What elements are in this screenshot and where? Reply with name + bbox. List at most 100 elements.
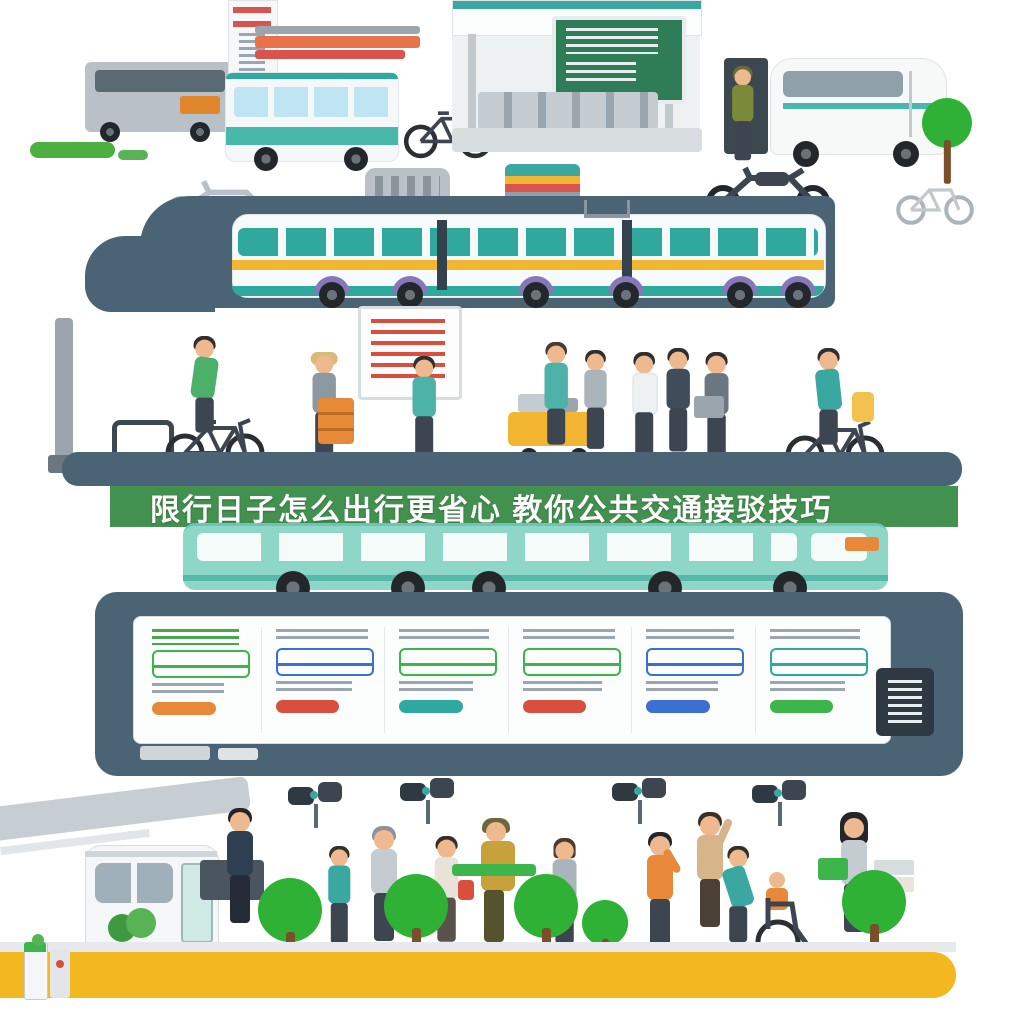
person-legs bbox=[415, 416, 434, 460]
orange-crates bbox=[318, 398, 354, 444]
cyclist-right bbox=[812, 348, 845, 457]
teal-bus-large bbox=[183, 523, 888, 605]
tree-foliage bbox=[922, 98, 972, 148]
camera-cluster-icon bbox=[752, 780, 812, 828]
wheel bbox=[397, 282, 423, 308]
headline-text: 限行日子怎么出行更省心 教你公共交通接驳技巧 bbox=[150, 493, 833, 527]
person-head bbox=[844, 818, 864, 838]
cyclist-left bbox=[188, 336, 221, 445]
sidewalk-strip bbox=[0, 942, 956, 952]
red-bag bbox=[458, 880, 474, 900]
suit-man bbox=[222, 808, 258, 926]
sign-stripe bbox=[233, 21, 271, 27]
person-at-stop bbox=[728, 66, 758, 163]
person-legs bbox=[330, 902, 348, 944]
tree-foliage bbox=[258, 878, 322, 942]
person-legs bbox=[729, 906, 748, 943]
grass-patch bbox=[30, 142, 115, 158]
person-torso bbox=[632, 372, 658, 415]
tree-foliage bbox=[582, 900, 629, 947]
light-block bbox=[140, 746, 210, 760]
person-head bbox=[669, 351, 688, 370]
road-band-curve bbox=[85, 236, 215, 312]
green-box bbox=[818, 858, 848, 880]
tram-articulation bbox=[622, 220, 632, 290]
bin-dot bbox=[56, 960, 64, 968]
infographic-column bbox=[146, 627, 262, 733]
kid-teal bbox=[324, 846, 355, 946]
crate-line bbox=[318, 412, 354, 415]
board-placeholder-text bbox=[566, 62, 636, 84]
person-head bbox=[700, 816, 720, 836]
person-torso bbox=[814, 368, 843, 412]
person-torso bbox=[328, 865, 351, 904]
placeholder-text bbox=[888, 680, 922, 724]
person-legs bbox=[586, 407, 605, 449]
tree-foliage bbox=[384, 874, 448, 938]
bus-skirt-stripe bbox=[226, 127, 398, 145]
placeholder-text bbox=[275, 629, 368, 643]
person-head bbox=[729, 849, 748, 868]
awning-bar-orange bbox=[255, 36, 420, 48]
placeholder-text bbox=[152, 683, 224, 693]
walker-white bbox=[628, 352, 660, 458]
headline-banner: 限行日子怎么出行更省心 教你公共交通接驳技巧 bbox=[110, 486, 958, 527]
placeholder-text bbox=[399, 629, 490, 643]
van-stripe bbox=[783, 103, 933, 109]
tree-foliage bbox=[514, 874, 578, 938]
tree-foliage bbox=[842, 870, 906, 934]
ticket-machines bbox=[478, 92, 658, 130]
bush-part bbox=[126, 908, 156, 938]
person-head bbox=[415, 359, 434, 378]
lady-teal-dress bbox=[540, 342, 572, 448]
placeholder-text bbox=[522, 681, 603, 691]
camera-cluster-icon bbox=[288, 782, 348, 830]
camera-cluster-icon bbox=[612, 778, 672, 826]
placeholder-text bbox=[152, 629, 240, 645]
man-yellow-jacket bbox=[476, 818, 520, 942]
person-legs bbox=[707, 413, 726, 458]
canopy-stripe bbox=[453, 1, 701, 9]
green-info-board bbox=[552, 16, 686, 104]
person-head bbox=[230, 812, 250, 832]
person-legs bbox=[650, 899, 670, 947]
wheel bbox=[100, 122, 120, 142]
wheel bbox=[190, 122, 210, 142]
walker-navy bbox=[662, 348, 694, 454]
wheel bbox=[523, 282, 549, 308]
camera-cluster-icon bbox=[400, 778, 460, 826]
tree-trunk bbox=[943, 140, 951, 184]
person-legs bbox=[635, 412, 654, 456]
person-head bbox=[635, 355, 654, 374]
legend-pill bbox=[275, 700, 340, 713]
wheel bbox=[319, 282, 345, 308]
bicycle-icon bbox=[896, 188, 974, 225]
person-legs bbox=[700, 879, 720, 927]
person-head bbox=[486, 822, 506, 842]
awning-bar-red bbox=[255, 50, 405, 59]
legend-pill bbox=[646, 700, 710, 713]
grass-patch bbox=[118, 150, 148, 160]
yellow-road bbox=[0, 952, 956, 998]
articulated-tram bbox=[232, 200, 826, 308]
vehicle-outline-icon bbox=[399, 648, 498, 676]
infographic-column bbox=[270, 627, 385, 733]
person-legs bbox=[547, 408, 566, 445]
awning-bar-gray bbox=[255, 26, 420, 34]
bin-lid bbox=[24, 942, 46, 952]
placeholder-text bbox=[522, 629, 615, 643]
gray-bus-window-band bbox=[95, 70, 225, 92]
bus-window-band bbox=[234, 87, 390, 117]
yellow-vest-detail bbox=[852, 392, 874, 422]
van-door-line bbox=[909, 71, 912, 137]
placeholder-text bbox=[769, 629, 860, 643]
platform bbox=[452, 128, 702, 152]
transit-info-panel bbox=[133, 616, 891, 744]
tram-window bbox=[95, 863, 173, 903]
green-tray bbox=[452, 864, 536, 876]
person-head bbox=[195, 339, 214, 359]
vehicle-outline-icon bbox=[275, 648, 374, 676]
wheel bbox=[785, 282, 811, 308]
wheel bbox=[793, 141, 819, 167]
wheel bbox=[727, 282, 753, 308]
